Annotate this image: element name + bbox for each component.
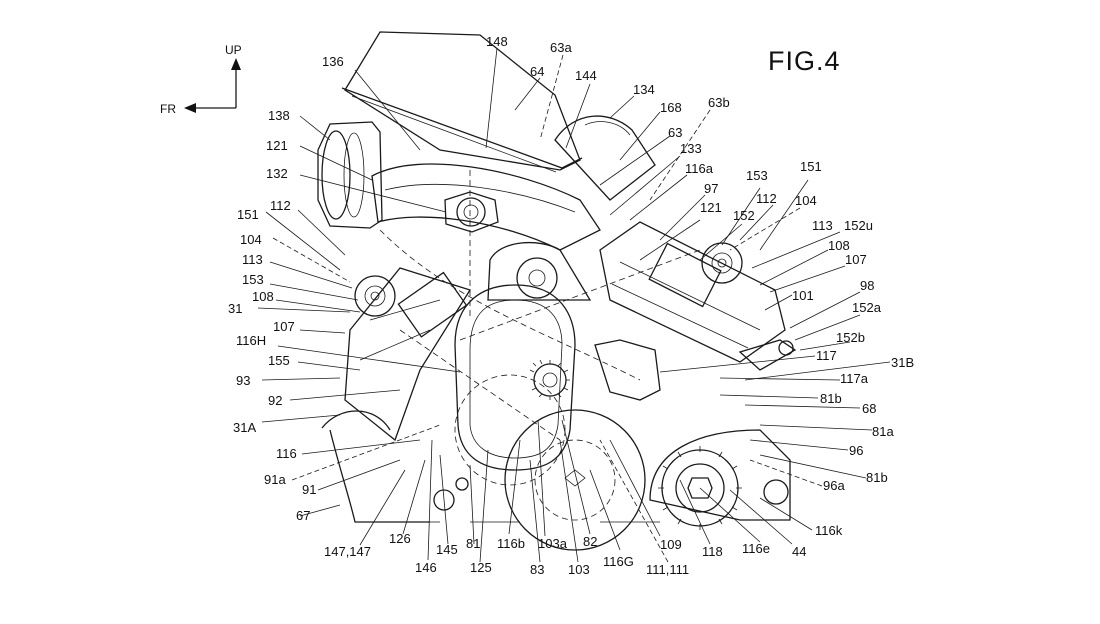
label-148: 148 [486,34,508,49]
label-63: 63 [668,125,682,140]
label-112-right: 112 [756,191,777,206]
label-133: 133 [680,141,702,156]
label-151-left: 151 [237,207,259,222]
label-152a: 152a [852,300,882,315]
up-label: UP [225,43,242,57]
label-31B: 31B [891,355,914,370]
front-label: FR [160,102,176,116]
label-91a: 91a [264,472,286,487]
label-98: 98 [860,278,874,293]
label-81b-top: 81b [820,391,842,406]
label-113-left: 113 [242,252,263,267]
label-116a: 116a [685,161,714,176]
label-64: 64 [530,64,544,79]
label-108-left: 108 [252,289,274,304]
label-68: 68 [862,401,876,416]
label-101: 101 [792,288,814,303]
label-121-right: 121 [700,200,722,215]
label-146: 146 [415,560,437,575]
label-92: 92 [268,393,282,408]
label-113-right: 113 [812,218,833,233]
label-117a: 117a [840,371,869,386]
label-153-left: 153 [242,272,264,287]
label-155: 155 [268,353,290,368]
label-63a: 63a [550,40,572,55]
label-132: 132 [266,166,288,181]
label-144: 144 [575,68,597,83]
label-138: 138 [268,108,290,123]
label-152: 152 [733,208,755,223]
label-96a: 96a [823,478,845,493]
label-111-111: 111,111 [646,562,689,577]
label-91: 91 [302,482,316,497]
label-104-right: 104 [795,193,817,208]
label-108-right: 108 [828,238,850,253]
label-103a: 103a [538,536,568,551]
label-152u: 152u [844,218,873,233]
label-81: 81 [466,536,480,551]
label-116k: 116k [815,523,843,538]
label-107-right: 107 [845,252,867,267]
label-153-right: 153 [746,168,768,183]
label-116b: 116b [497,536,525,551]
label-168: 168 [660,100,682,115]
label-118: 118 [702,544,723,559]
label-96: 96 [849,443,863,458]
label-126: 126 [389,531,411,546]
label-109: 109 [660,537,682,552]
label-104-left: 104 [240,232,262,247]
label-63b: 63b [708,95,730,110]
label-103: 103 [568,562,590,577]
label-125: 125 [470,560,492,575]
label-134: 134 [633,82,655,97]
label-83: 83 [530,562,544,577]
orientation-arrows: UP FR [160,43,242,116]
reference-labels: 148 63a 136 64 144 134 168 63b 138 63 13… [228,34,914,577]
label-81a: 81a [872,424,894,439]
label-121-top: 121 [266,138,288,153]
label-44: 44 [792,544,806,559]
label-81b-bottom: 81b [866,470,888,485]
label-93: 93 [236,373,250,388]
label-116e: 116e [742,541,770,556]
label-147-147: 147,147 [324,544,371,559]
label-136: 136 [322,54,344,69]
label-97: 97 [704,181,718,196]
label-117: 117 [816,348,837,363]
label-116: 116 [276,446,297,461]
label-107-left: 107 [273,319,295,334]
label-116H: 116H [236,333,266,348]
label-116G: 116G [603,554,634,569]
label-67: 67 [296,508,310,523]
label-151-right: 151 [800,159,822,174]
label-31A: 31A [233,420,256,435]
label-152b: 152b [836,330,865,345]
label-82: 82 [583,534,597,549]
label-145: 145 [436,542,458,557]
leader-lines [257,47,891,563]
label-31: 31 [228,301,242,316]
figure-title: FIG.4 [768,46,841,76]
label-112-left: 112 [270,198,291,213]
